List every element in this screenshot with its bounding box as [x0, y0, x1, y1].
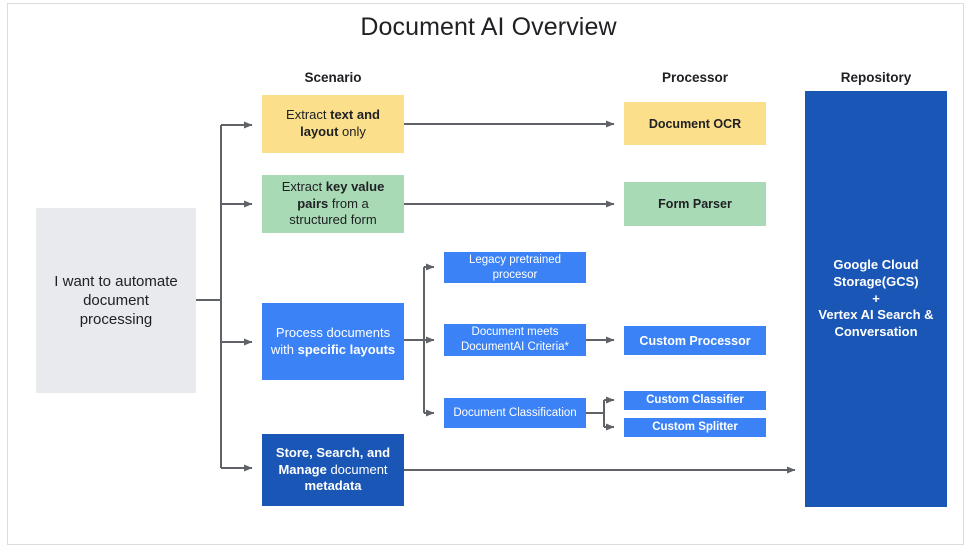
processor-document-ocr[interactable]: Document OCR — [624, 102, 766, 145]
custom-classifier-label: Custom Classifier — [646, 394, 744, 407]
scenario-layout-emphasis: specific layouts — [297, 341, 396, 357]
scenario-text-suffix: only — [338, 124, 366, 139]
scenario-kv-emphasis-1: key value — [325, 179, 385, 195]
scenario-kv-suffix: structured form — [289, 212, 377, 228]
intent-line-1: I want to automate — [54, 272, 178, 290]
scenario-kv-emphasis-2: pairs — [297, 195, 329, 211]
scenario-layout-prefix: with — [270, 341, 298, 357]
processor-form-parser[interactable]: Form Parser — [624, 182, 766, 226]
repository-line-3: + — [872, 290, 880, 306]
scenario-kv-prefix: Extract — [281, 179, 326, 195]
intent-line-2: document — [83, 291, 149, 309]
criteria-line-2: DocumentAI Criteria* — [460, 341, 569, 353]
repository-line-5: Conversation — [834, 323, 918, 339]
scenario-text-prefix: Extract — [286, 107, 331, 123]
classification-label: Document Classification — [453, 406, 577, 419]
scenario-layout-line-1: Process documents — [275, 324, 391, 340]
criteria-line-1: Document meets — [471, 326, 559, 339]
column-header-repository: Repository — [840, 70, 912, 85]
repository-line-4: Vertex AI Search & — [818, 307, 934, 323]
scenario-store-mid: document — [326, 461, 388, 477]
column-header-scenario: Scenario — [304, 70, 362, 85]
legacy-line-2: procesor — [492, 268, 538, 281]
branch-document-classification[interactable]: Document Classification — [444, 398, 586, 428]
processor-custom-splitter[interactable]: Custom Splitter — [624, 418, 766, 437]
page-title: Document AI Overview — [360, 13, 617, 41]
form-parser-label: Form Parser — [658, 197, 732, 211]
processor-custom-processor[interactable]: Custom Processor — [624, 326, 766, 355]
repository-line-2: Storage(GCS) — [833, 274, 919, 290]
repository-line-1: Google Cloud — [833, 257, 919, 273]
intent-box: I want to automate document processing — [36, 208, 196, 393]
processor-custom-classifier[interactable]: Custom Classifier — [624, 391, 766, 410]
legacy-line-1: Legacy pretrained — [468, 253, 562, 266]
scenario-kv-mid: from a — [328, 195, 369, 211]
custom-splitter-label: Custom Splitter — [652, 421, 738, 434]
custom-processor-label: Custom Processor — [639, 333, 751, 348]
scenario-store-emphasis-2: Manage — [278, 461, 327, 477]
scenario-store-emphasis-1: Store, Search, and — [275, 445, 391, 461]
column-header-processor: Processor — [661, 70, 729, 85]
document-ocr-label: Document OCR — [648, 116, 742, 131]
intent-line-3: processing — [79, 311, 153, 329]
scenario-text-emphasis-2: layout — [300, 124, 339, 139]
scenario-store-emphasis-3: metadata — [304, 478, 362, 494]
scenario-text-emphasis-1: text and — [330, 107, 380, 123]
branch-legacy-pretrained-processor[interactable]: Legacy pretrained procesor — [444, 252, 586, 283]
